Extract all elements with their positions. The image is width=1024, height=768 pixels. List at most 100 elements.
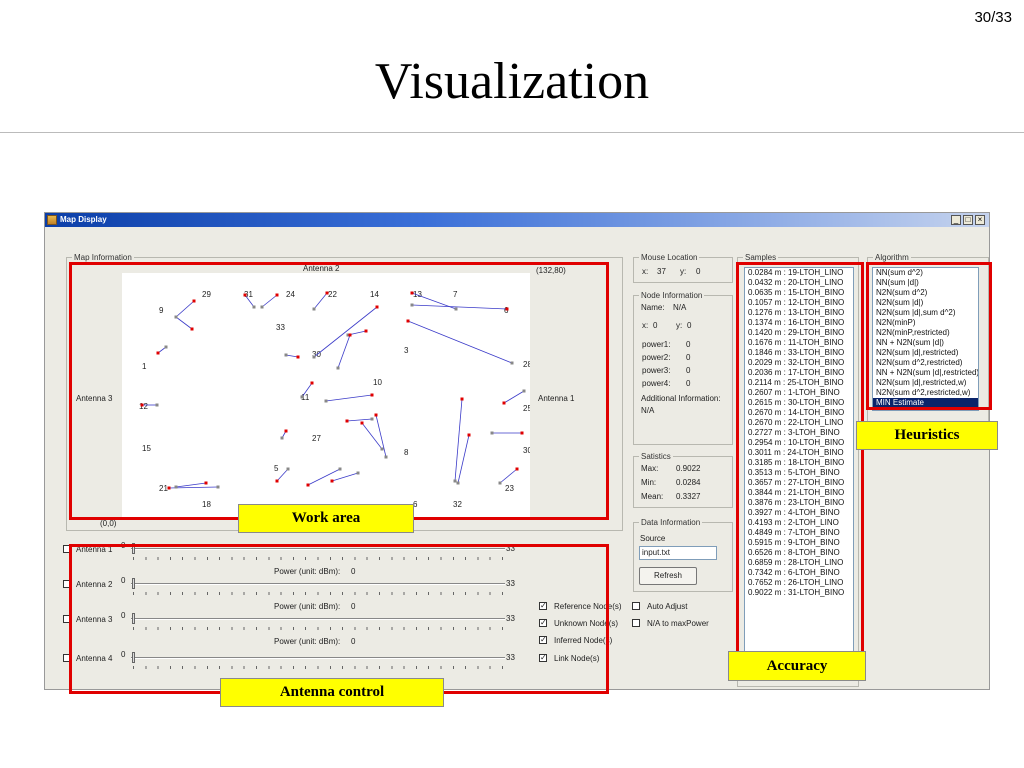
sample-item[interactable]: 0.2670 m : 14-LTOH_BINO [748, 408, 845, 417]
antenna-4-slider-thumb[interactable] [132, 652, 135, 663]
sample-item[interactable]: 0.2670 m : 22-LTOH_LINO [748, 418, 844, 427]
node-marker[interactable] [375, 305, 379, 309]
sample-item[interactable]: 0.0284 m : 19-LTOH_LINO [748, 268, 844, 277]
sample-item[interactable]: 0.6526 m : 8-LTOH_BINO [748, 548, 840, 557]
sample-item[interactable]: 0.0432 m : 20-LTOH_LINO [748, 278, 844, 287]
sample-item[interactable]: 0.3657 m : 27-LTOH_BINO [748, 478, 845, 487]
node-marker[interactable] [306, 483, 310, 487]
option-checkbox[interactable]: ✓ [539, 601, 547, 610]
sample-item[interactable]: 0.3185 m : 18-LTOH_BINO [748, 458, 845, 467]
algorithm-item[interactable]: N2N(sum d^2,restricted,w) [876, 388, 971, 397]
node-marker[interactable] [286, 467, 290, 471]
node-marker[interactable] [374, 413, 378, 417]
antenna-1-slider-thumb[interactable] [132, 543, 135, 554]
node-marker[interactable] [505, 307, 509, 311]
sample-item[interactable]: 0.1676 m : 11-LTOH_BINO [748, 338, 844, 347]
option-checkbox[interactable] [632, 619, 640, 627]
antenna-3-slider-thumb[interactable] [132, 613, 135, 624]
node-marker[interactable] [336, 366, 340, 370]
node-marker[interactable] [260, 305, 264, 309]
node-marker[interactable] [174, 315, 178, 319]
option-checkbox[interactable]: ✓ [539, 635, 547, 644]
sample-item[interactable]: 0.2615 m : 30-LTOH_BINO [748, 398, 845, 407]
node-marker[interactable] [520, 431, 524, 435]
sample-item[interactable]: 0.1846 m : 33-LTOH_BINO [748, 348, 845, 357]
sample-item[interactable]: 0.2114 m : 25-LTOH_BINO [748, 378, 844, 387]
node-marker[interactable] [370, 417, 374, 421]
node-marker[interactable] [456, 481, 460, 485]
node-marker[interactable] [284, 429, 288, 433]
node-marker[interactable] [330, 479, 334, 483]
sample-item[interactable]: 0.6859 m : 28-LTOH_LINO [748, 558, 844, 567]
algorithm-item[interactable]: N2N(minP) [876, 318, 916, 327]
node-marker[interactable] [164, 345, 168, 349]
node-marker[interactable] [345, 419, 349, 423]
node-marker[interactable] [410, 303, 414, 307]
algorithm-item[interactable]: MIN Estimate [873, 398, 978, 408]
sample-item[interactable]: 0.7652 m : 26-LTOH_LINO [748, 578, 844, 587]
node-marker[interactable] [502, 401, 506, 405]
sample-item[interactable]: 0.3513 m : 5-LTOH_BINO [748, 468, 840, 477]
sample-item[interactable]: 0.9022 m : 31-LTOH_BINO [748, 588, 845, 597]
minimize-button[interactable]: _ [951, 215, 961, 225]
node-marker[interactable] [370, 393, 374, 397]
node-marker[interactable] [252, 305, 256, 309]
node-marker[interactable] [310, 381, 314, 385]
node-marker[interactable] [384, 455, 388, 459]
sample-item[interactable]: 0.3927 m : 4-LTOH_BINO [748, 508, 840, 517]
algorithm-item[interactable]: N2N(sum d^2,restricted) [876, 358, 963, 367]
node-marker[interactable] [360, 421, 364, 425]
node-marker[interactable] [312, 307, 316, 311]
node-marker[interactable] [510, 361, 514, 365]
node-marker[interactable] [406, 319, 410, 323]
algorithm-item[interactable]: N2N(sum |d|,restricted) [876, 348, 959, 357]
sample-item[interactable]: 0.4849 m : 7-LTOH_BINO [748, 528, 840, 537]
refresh-button[interactable]: Refresh [639, 567, 697, 585]
sample-item[interactable]: 0.1057 m : 12-LTOH_BINO [748, 298, 845, 307]
node-marker[interactable] [296, 355, 300, 359]
node-marker[interactable] [522, 389, 526, 393]
node-marker[interactable] [454, 307, 458, 311]
node-marker[interactable] [300, 395, 304, 399]
node-marker[interactable] [325, 291, 329, 295]
antenna-2-slider-thumb[interactable] [132, 578, 135, 589]
sample-item[interactable]: 0.2029 m : 32-LTOH_BINO [748, 358, 845, 367]
node-marker[interactable] [155, 403, 159, 407]
node-marker[interactable] [275, 479, 279, 483]
sample-item[interactable]: 0.3876 m : 23-LTOH_BINO [748, 498, 845, 507]
sample-item[interactable]: 0.1374 m : 16-LTOH_BINO [748, 318, 845, 327]
node-marker[interactable] [190, 327, 194, 331]
sample-item[interactable]: 0.3844 m : 21-LTOH_BINO [748, 488, 845, 497]
sample-item[interactable]: 0.5915 m : 9-LTOH_BINO [748, 538, 840, 547]
sample-item[interactable]: 0.1276 m : 13-LTOH_BINO [748, 308, 845, 317]
node-marker[interactable] [156, 351, 160, 355]
algorithm-item[interactable]: NN + N2N(sum |d|) [876, 338, 944, 347]
option-checkbox[interactable]: ✓ [539, 618, 547, 627]
algorithm-item[interactable]: N2N(minP,restricted) [876, 328, 950, 337]
node-marker[interactable] [498, 481, 502, 485]
algorithm-item[interactable]: NN(sum d^2) [876, 268, 923, 277]
algorithm-item[interactable]: NN(sum |d|) [876, 278, 919, 287]
node-marker[interactable] [243, 293, 247, 297]
antenna-4-slider[interactable] [131, 657, 505, 659]
node-marker[interactable] [490, 431, 494, 435]
sample-item[interactable]: 0.3011 m : 24-LTOH_BINO [748, 448, 844, 457]
sample-item[interactable]: 0.1420 m : 29-LTOH_BINO [748, 328, 845, 337]
algorithm-item[interactable]: N2N(sum d^2) [876, 288, 928, 297]
node-marker[interactable] [364, 329, 368, 333]
node-marker[interactable] [275, 293, 279, 297]
sample-item[interactable]: 0.2607 m : 1-LTOH_BINO [748, 388, 840, 397]
algorithm-item[interactable]: NN + N2N(sum |d|,restricted) [876, 368, 979, 377]
node-marker[interactable] [312, 355, 316, 359]
node-marker[interactable] [515, 467, 519, 471]
sample-item[interactable]: 0.2954 m : 10-LTOH_BINO [748, 438, 845, 447]
algorithm-item[interactable]: N2N(sum |d|) [876, 298, 924, 307]
algorithm-list[interactable]: NN(sum d^2)NN(sum |d|)N2N(sum d^2)N2N(su… [872, 267, 979, 411]
node-marker[interactable] [216, 485, 220, 489]
sample-item[interactable]: 0.2727 m : 3-LTOH_BINO [748, 428, 840, 437]
algorithm-item[interactable]: N2N(sum |d|,sum d^2) [876, 308, 956, 317]
sample-item[interactable]: 0.7342 m : 6-LTOH_BINO [748, 568, 840, 577]
node-marker[interactable] [167, 486, 171, 490]
node-marker[interactable] [140, 403, 144, 407]
